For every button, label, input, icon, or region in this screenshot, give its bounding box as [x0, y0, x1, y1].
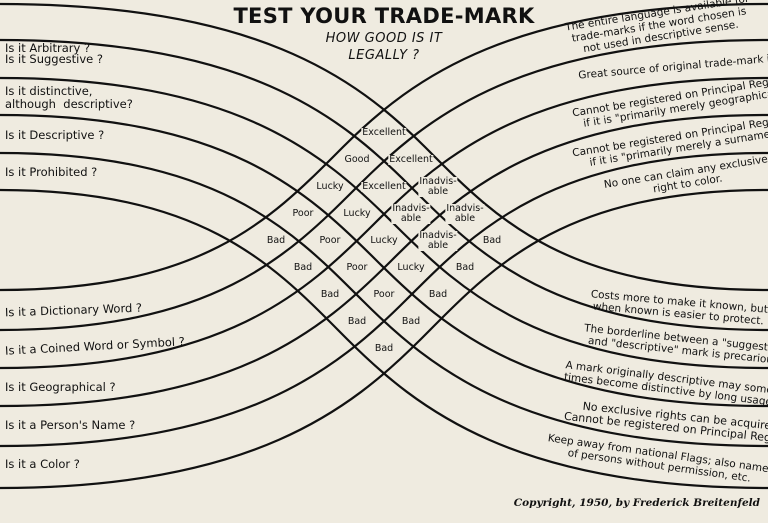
rating-cell: Poor [345, 262, 369, 273]
rating-cell: Poor [291, 208, 315, 219]
curve-descending-4 [0, 151, 768, 448]
copyright: Copyright, 1950, by Frederick Breitenfel… [513, 497, 760, 509]
curve-descending-2 [0, 76, 768, 370]
question-persons-name: Is it a Person's Name ? [5, 418, 136, 432]
rating-cell: Poor [318, 235, 342, 246]
curve-descending-1 [0, 38, 768, 332]
question-arbitrary: Is it Arbitrary ? [5, 41, 91, 55]
curve-ascending-1 [0, 38, 768, 332]
curve-descending-0 [0, 2, 768, 292]
rating-cell: Excellent [361, 127, 407, 138]
curve-descending-5 [0, 188, 768, 490]
rating-cell: Bad [265, 235, 287, 246]
curve-ascending-2 [0, 76, 768, 370]
rating-cell: Inadvis- able [418, 230, 458, 251]
rating-cell: Lucky [315, 181, 345, 192]
question-geographical: Is it Geographical ? [5, 380, 116, 394]
subtitle-line-1: HOW GOOD IS IT [325, 31, 443, 46]
rating-cell: Inadvis- able [445, 203, 485, 224]
rating-cell: Bad [481, 235, 503, 246]
rating-cell: Bad [454, 262, 476, 273]
rating-cell: Inadvis- able [418, 176, 458, 197]
rating-cell: Bad [373, 343, 395, 354]
rating-cell: Bad [292, 262, 314, 273]
subtitle: HOW GOOD IS IT LEGALLY ? [300, 30, 468, 64]
rating-cell: Excellent [361, 181, 407, 192]
curve-ascending-0 [0, 2, 768, 292]
rating-cell: Bad [427, 289, 449, 300]
rating-cell: Lucky [342, 208, 372, 219]
rating-cell: Inadvis- able [391, 203, 431, 224]
subtitle-line-2: LEGALLY ? [348, 48, 420, 63]
page-title: TEST YOUR TRADE-MARK [0, 4, 768, 28]
question-suggestive: Is it Suggestive ? [5, 52, 103, 66]
curve-ascending-5 [0, 188, 768, 490]
rating-cell: Lucky [369, 235, 399, 246]
rating-cell: Bad [319, 289, 341, 300]
rating-cell: Excellent [388, 154, 434, 165]
curve-descending-3 [0, 113, 768, 408]
question-distinctive: Is it distinctive, although descriptive? [5, 84, 133, 111]
question-color: Is it a Color ? [5, 457, 80, 471]
rating-cell: Lucky [396, 262, 426, 273]
question-descriptive: Is it Descriptive ? [5, 128, 105, 142]
curve-ascending-3 [0, 113, 768, 408]
rating-cell: Poor [372, 289, 396, 300]
question-prohibited: Is it Prohibited ? [5, 165, 98, 179]
curve-ascending-4 [0, 151, 768, 448]
rating-cell: Bad [400, 316, 422, 327]
rating-cell: Bad [346, 316, 368, 327]
rating-cell: Good [343, 154, 371, 165]
